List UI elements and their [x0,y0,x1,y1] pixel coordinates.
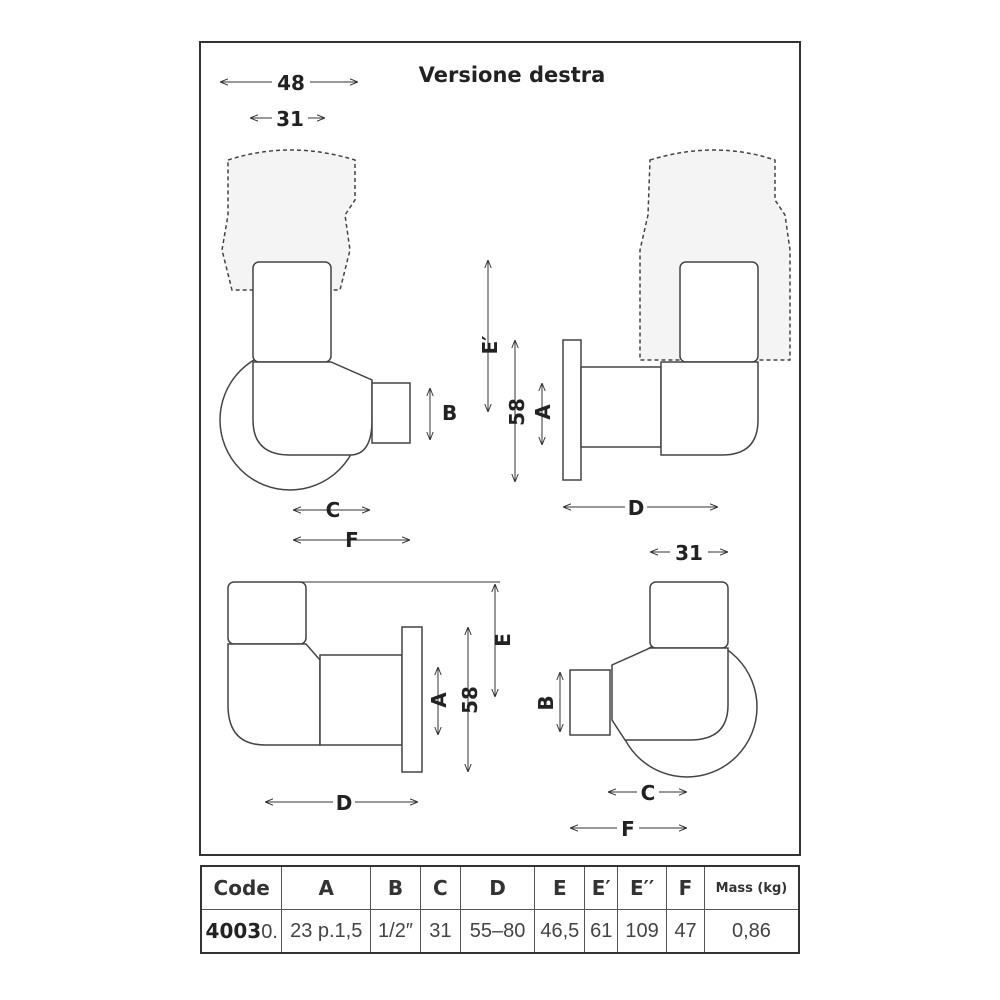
header-D: D [459,865,536,910]
valve-bottom-left [227,581,423,773]
dim-58: 58 [505,398,529,426]
dim-31-bottom: 31 [675,541,703,565]
dim-31: 31 [276,107,304,131]
dim-D-bottom: D [336,791,353,815]
drawing-frame [199,41,801,856]
dim-F: F [345,528,359,552]
dim-58-bottom: 58 [458,686,482,714]
header-E-prime: E′ [584,865,619,910]
header-mass: Mass (kg) [703,865,800,910]
dim-A-bottom: A [427,692,451,708]
dim-F-bottom: F [621,817,635,841]
spec-table: Code A B C D E E′ E′′ F Mass (kg) 40030.… [200,865,800,954]
header-E: E [534,865,586,910]
code-bold: 4003 [205,918,262,943]
dim-D: D [628,496,645,520]
header-code: Code [200,865,283,910]
dim-B: B [442,401,457,425]
cell-C: 31 [419,909,461,954]
cell-A: 23 p.1,5 [281,909,372,954]
cell-D: 55–80 [459,909,536,954]
header-E-double-prime: E′′ [617,865,668,910]
drawing-title: Versione destra [419,63,606,87]
dim-E-prime: E′ [478,336,502,355]
cell-code: 40030. [200,909,283,954]
code-suffix: 0. [261,920,278,943]
cell-F: 47 [666,909,705,954]
table-header-row: Code A B C D E E′ E′′ F Mass (kg) [200,865,800,910]
valve-bottom-right [569,581,758,778]
header-F: F [666,865,705,910]
valve-top-right [562,149,791,481]
header-C: C [419,865,461,910]
table-row: 40030. 23 p.1,5 1/2″ 31 55–80 46,5 61 10… [200,909,800,954]
dim-E: E [491,633,515,647]
dim-A: A [531,404,555,420]
cell-E: 46,5 [534,909,586,954]
header-B: B [370,865,421,910]
dim-48: 48 [277,71,305,95]
cell-E-double-prime: 109 [617,909,668,954]
valve-top-left [219,149,411,491]
dim-C-bottom: C [641,781,656,805]
dim-C: C [326,498,341,522]
cell-B: 1/2″ [370,909,421,954]
cell-E-prime: 61 [584,909,619,954]
dim-B-bottom: B [534,695,558,710]
cell-mass: 0,86 [703,909,800,954]
header-A: A [281,865,372,910]
